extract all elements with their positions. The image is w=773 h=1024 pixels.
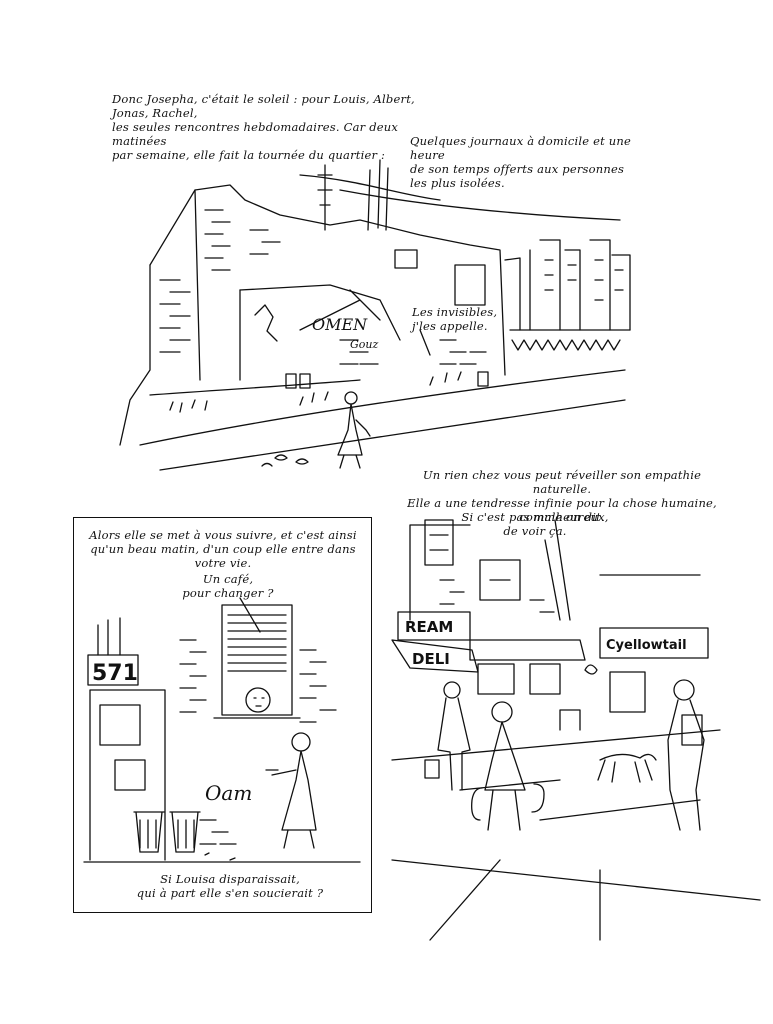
speech-panel2: Un café, pour changer ? <box>182 572 274 600</box>
graffiti-gouz: Gouz <box>350 338 378 351</box>
caption-panel1-left: Donc Josepha, c'était le soleil : pour L… <box>112 92 415 162</box>
sign-deli: DELI <box>412 650 450 668</box>
graffiti-oam: Oam <box>205 781 252 805</box>
sign-cream: REAM <box>405 618 453 636</box>
door-number: 571 <box>92 661 138 686</box>
caption-panel2-bottom: Si Louisa disparaissait, qui à part elle… <box>136 872 324 900</box>
sign-yellowtail: Cyellowtail <box>606 638 687 653</box>
caption-panel1-right: Quelques journaux à domicile et une heur… <box>410 134 631 190</box>
speech-panel3: Si c'est pas malheureux, de voir ça. <box>461 510 609 538</box>
caption-panel3-top: Un rien chez vous peut réveiller son emp… <box>407 468 717 524</box>
panel-frame-left <box>73 517 372 913</box>
caption-panel2-top: Alors elle se met à vous suivre, et c'es… <box>89 528 357 570</box>
speech-panel1: Les invisibles, j'les appelle. <box>412 305 498 333</box>
graffiti-omen: OMEN <box>312 315 368 334</box>
